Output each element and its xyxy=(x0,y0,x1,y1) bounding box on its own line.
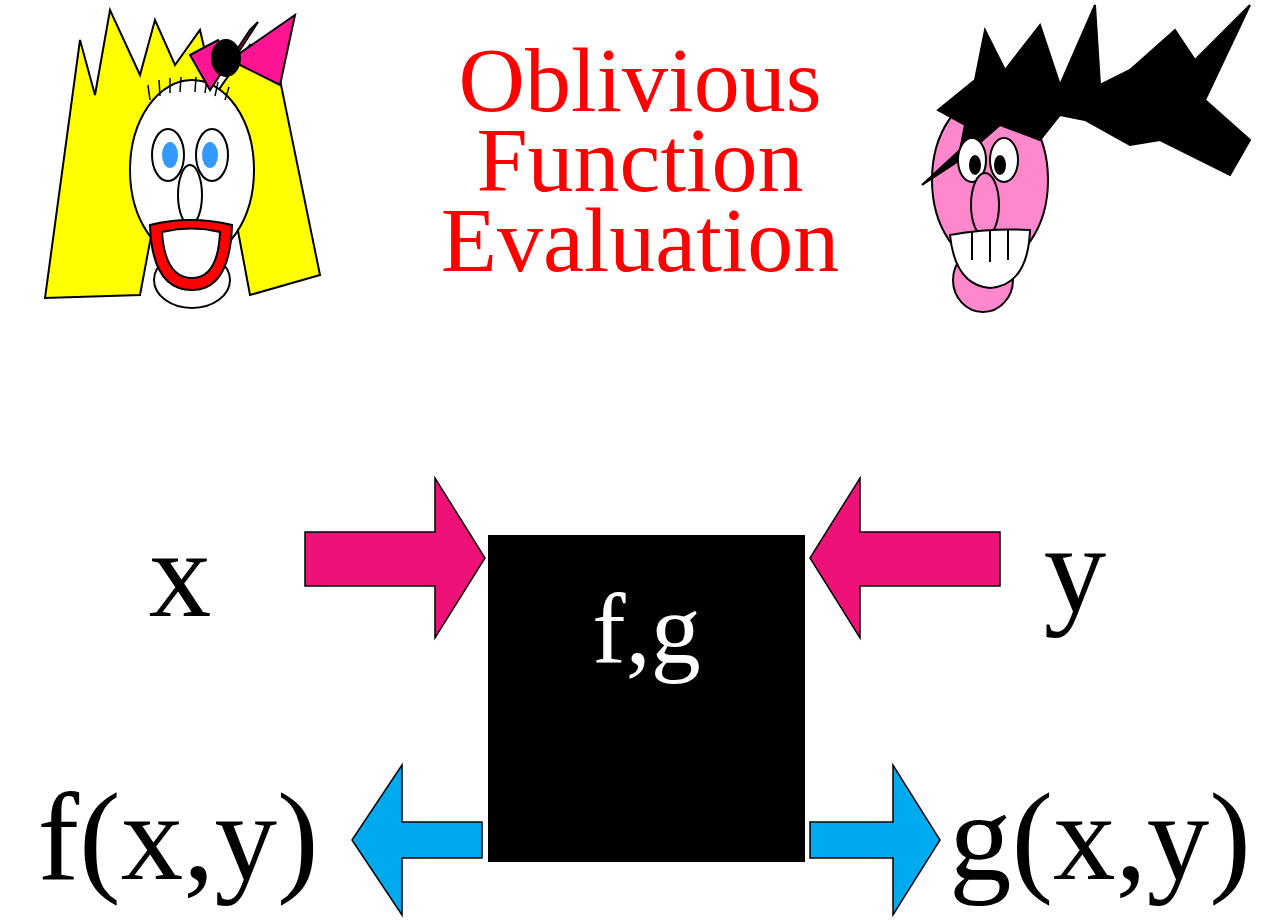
black-box: f,g xyxy=(488,535,805,862)
input-arrow xyxy=(810,478,1000,638)
io-label: f(x,y) xyxy=(37,769,318,907)
boy-face xyxy=(922,5,1250,312)
output-arrow xyxy=(352,765,482,915)
io-label: g(x,y) xyxy=(949,769,1251,907)
input-arrow xyxy=(305,478,485,638)
title: Oblivious Function Evaluation xyxy=(380,40,900,280)
girl-face xyxy=(45,10,320,308)
io-label: x xyxy=(149,506,212,644)
box-label: f,g xyxy=(498,575,795,685)
io-label: y xyxy=(1044,501,1107,639)
output-arrow xyxy=(810,765,940,915)
